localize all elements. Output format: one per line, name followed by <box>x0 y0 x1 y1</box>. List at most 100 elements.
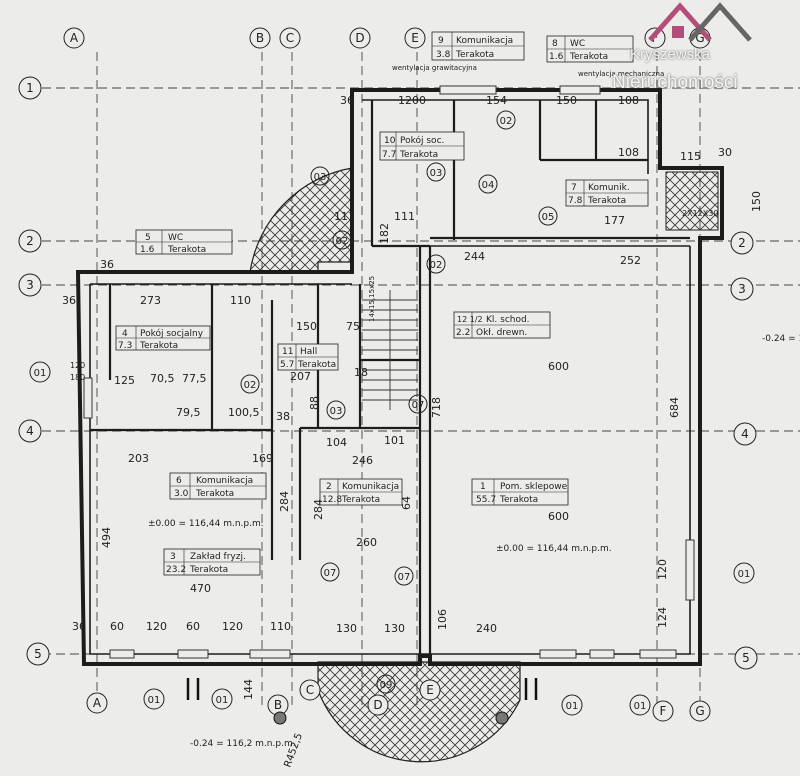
brand-name: Kryszewska <box>630 46 711 63</box>
dim: 120 <box>656 559 669 580</box>
window-tags: 01 01 01 01 01 01 02 02 02 02 03 03 03 0… <box>29 110 755 716</box>
svg-text:1: 1 <box>26 81 34 95</box>
dim: 600 <box>548 510 569 523</box>
dim: 120 <box>222 620 243 633</box>
svg-text:7.8: 7.8 <box>568 196 583 206</box>
svg-text:09: 09 <box>380 680 393 691</box>
svg-text:01: 01 <box>216 695 229 706</box>
tag: 03 <box>326 400 346 420</box>
tag: 03 <box>426 162 446 182</box>
dim: 30 <box>718 146 732 159</box>
dim: 124 <box>656 607 669 628</box>
svg-text:9: 9 <box>438 36 444 46</box>
svg-text:3: 3 <box>170 552 176 562</box>
terraces <box>249 167 719 763</box>
dim: 36 <box>62 294 76 307</box>
svg-text:55.7: 55.7 <box>476 495 496 505</box>
dim: 177 <box>604 214 625 227</box>
downpipe <box>495 711 509 725</box>
tag: 07 <box>408 394 428 414</box>
tag: 09 <box>376 674 396 694</box>
tag: 05 <box>538 206 558 226</box>
svg-text:Terakota: Terakota <box>195 489 234 499</box>
grid-bubble-left-5: 5 <box>26 642 50 666</box>
house-roof-icon <box>648 2 752 42</box>
svg-text:Hall: Hall <box>300 347 317 357</box>
grid-bubble-bottom-D: D <box>367 694 389 716</box>
svg-text:Terakota: Terakota <box>189 565 228 575</box>
brand-tagline: Nieruchomości <box>612 72 738 93</box>
svg-text:2: 2 <box>26 234 34 248</box>
tag: 02 <box>426 254 446 274</box>
svg-text:10: 10 <box>384 136 396 146</box>
svg-text:Terakota: Terakota <box>455 50 494 60</box>
svg-text:04: 04 <box>482 180 495 191</box>
openings <box>83 85 695 659</box>
svg-text:7: 7 <box>571 183 577 193</box>
svg-text:12.8: 12.8 <box>322 495 342 505</box>
svg-text:07: 07 <box>412 400 425 411</box>
dim: 154 <box>486 94 507 107</box>
svg-text:23.2: 23.2 <box>166 565 186 575</box>
grid-bubble-bottom-E: E <box>419 679 441 701</box>
svg-text:Terakota: Terakota <box>139 341 178 351</box>
svg-text:WC: WC <box>570 39 585 49</box>
svg-text:01: 01 <box>738 569 751 580</box>
grid-bubble-right-2: 2 <box>730 231 754 255</box>
level-right: ±0.00 = 116,44 m.n.p.m. <box>496 544 612 554</box>
level-left: ±0.00 = 116,44 m.n.p.m. <box>148 519 264 529</box>
svg-text:01: 01 <box>148 695 161 706</box>
svg-text:1.6: 1.6 <box>140 245 155 255</box>
grid-bubble-top-B: B <box>249 27 271 49</box>
stairs-note: 14x15,15x25 <box>368 276 376 322</box>
svg-text:2.2: 2.2 <box>456 328 470 338</box>
svg-text:03: 03 <box>330 406 343 417</box>
svg-text:Terakota: Terakota <box>167 245 206 255</box>
grid-bubble-bottom-A: A <box>86 692 108 714</box>
grid-bubble-top-D: D <box>349 27 371 49</box>
dim: 115 <box>680 150 701 163</box>
level-marks: ±0.00 = 116,44 m.n.p.m. ±0.00 = 116,44 m… <box>148 334 800 749</box>
svg-text:B: B <box>256 31 264 45</box>
grid-bubble-left-2: 2 <box>18 229 42 253</box>
svg-text:B: B <box>274 698 282 712</box>
svg-text:01: 01 <box>566 701 579 712</box>
svg-text:Terakota: Terakota <box>587 196 626 206</box>
svg-text:5: 5 <box>742 651 750 665</box>
svg-text:4: 4 <box>26 424 34 438</box>
grid-bubble-right-5: 5 <box>734 646 758 670</box>
grid-labels: A B C D E F G A B C D E F G 1 2 3 4 5 2 … <box>18 27 758 722</box>
svg-text:Terakota: Terakota <box>399 150 438 160</box>
dim: 77,5 <box>182 372 207 385</box>
svg-text:F: F <box>660 704 667 718</box>
dim: 246 <box>352 454 373 467</box>
section-marks <box>186 678 538 700</box>
tag: 02 <box>496 110 516 130</box>
vent-size-note: 2X12X30 <box>682 209 718 218</box>
svg-text:Zakład fryzj.: Zakład fryzj. <box>190 552 246 562</box>
dim: 75 <box>346 320 360 333</box>
dim: 120 <box>146 620 167 633</box>
svg-text:03: 03 <box>430 168 443 179</box>
svg-text:2: 2 <box>738 236 746 250</box>
dim: 150 <box>556 94 577 107</box>
tag: 01 <box>629 694 651 716</box>
dim: 60 <box>186 620 200 633</box>
svg-text:D: D <box>373 698 382 712</box>
svg-text:8: 8 <box>552 39 558 49</box>
tag: 07 <box>320 562 340 582</box>
grid-bubble-left-4: 4 <box>18 419 42 443</box>
svg-text:11: 11 <box>282 347 293 357</box>
ventilation-note-2: wentylacja mechaniczna <box>578 70 664 78</box>
svg-text:Terakota: Terakota <box>297 360 336 370</box>
ventilation-note-1: wentylacja grawitacyjna <box>392 64 477 72</box>
svg-text:E: E <box>411 31 419 45</box>
svg-text:G: G <box>695 704 704 718</box>
grid-bubble-bottom-F: F <box>652 700 674 722</box>
dim: 36 <box>72 620 86 633</box>
